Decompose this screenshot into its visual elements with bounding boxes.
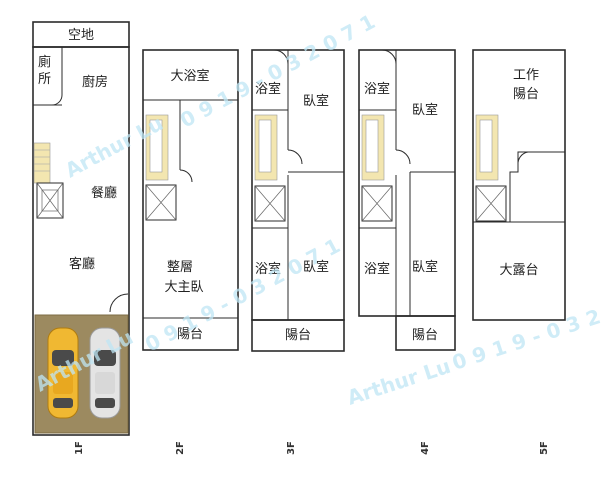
- floor-label-4f: 4F: [420, 441, 431, 455]
- room-work-5f-line1: 工作: [513, 68, 539, 83]
- floor-label-2f: 2F: [175, 441, 186, 455]
- room-dining: 餐廳: [91, 185, 117, 201]
- room-balcony-3f: 陽台: [285, 328, 311, 343]
- floor-4f: 浴室 臥室 浴室 臥室 陽台 4F: [358, 49, 456, 455]
- room-bath1-3f: 浴室: [255, 81, 281, 97]
- room-kitchen: 廚房: [82, 74, 108, 90]
- room-bed2-4f: 臥室: [412, 259, 438, 275]
- floor-label-5f: 5F: [539, 441, 550, 455]
- room-master-2f-line2: 大主臥: [164, 280, 203, 295]
- floor-label-3f: 3F: [286, 441, 297, 455]
- floor-1f: 空地 廁 所 廚房 餐廳 客廳 1F: [32, 21, 130, 455]
- room-work-5f-line2: 陽台: [513, 87, 539, 102]
- room-yard: 空地: [68, 28, 94, 43]
- room-bed1-4f: 臥室: [412, 102, 438, 118]
- room-terrace-5f: 大露台: [499, 263, 538, 278]
- room-bath-2f: 大浴室: [170, 68, 209, 84]
- room-bath2-4f: 浴室: [364, 261, 390, 277]
- room-toilet-1: 廁: [38, 54, 51, 70]
- room-balcony-2f: 陽台: [177, 327, 203, 342]
- room-toilet-2: 所: [38, 72, 51, 87]
- floor-label-1f: 1F: [74, 441, 85, 455]
- car-white-icon: [89, 327, 121, 419]
- room-bath2-3f: 浴室: [255, 261, 281, 277]
- room-bath1-4f: 浴室: [364, 81, 390, 97]
- floor-3f: 浴室 臥室 浴室 臥室 陽台 3F: [251, 49, 345, 455]
- floor-5f: 工作 陽台 大露台 5F: [472, 49, 566, 455]
- room-bed2-3f: 臥室: [303, 259, 329, 275]
- floor-2f: 大浴室 整層 大主臥 陽台 2F: [142, 49, 239, 455]
- room-balcony-4f: 陽台: [412, 328, 438, 343]
- car-yellow-icon: [47, 327, 79, 419]
- watermark-name-3: Arthur Lu: [344, 354, 453, 410]
- room-bed1-3f: 臥室: [303, 93, 329, 109]
- room-living: 客廳: [69, 256, 95, 272]
- room-master-2f-line1: 整層: [167, 260, 193, 275]
